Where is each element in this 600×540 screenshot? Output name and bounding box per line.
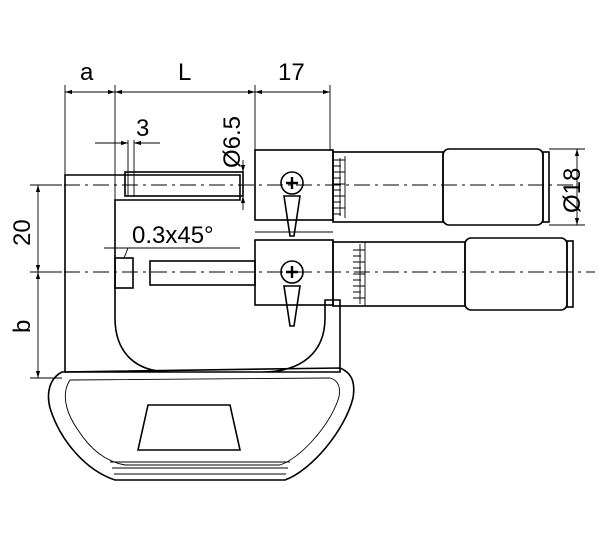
dim-b-label: b (9, 320, 36, 333)
dim-L-label: L (178, 59, 191, 86)
center-lines (35, 184, 595, 273)
upper-ratchet-knurl (442, 148, 550, 226)
dim-d6-5-label: Ø6.5 (219, 116, 246, 168)
lower-lock-screw (280, 260, 304, 327)
dim-3-label: 3 (136, 115, 149, 142)
upper-thimble (332, 151, 444, 223)
dim-17-label: 17 (278, 59, 305, 86)
dim-d18-label: Ø18 (559, 168, 586, 213)
lower-anvil (114, 257, 134, 289)
dim-20-label: 20 (9, 219, 36, 246)
dim-chamfer-label: 0.3x45° (132, 222, 214, 249)
dim-a-label: a (80, 59, 94, 86)
fixed-anvil (124, 171, 244, 197)
upper-lock-screw (280, 171, 304, 237)
lower-ratchet-knurl (464, 237, 574, 311)
dimension-lines (30, 85, 585, 379)
lower-spindle (149, 260, 256, 286)
lower-thimble (332, 241, 466, 307)
upper-sleeve-block (254, 149, 334, 233)
frame-grip (47, 367, 355, 481)
